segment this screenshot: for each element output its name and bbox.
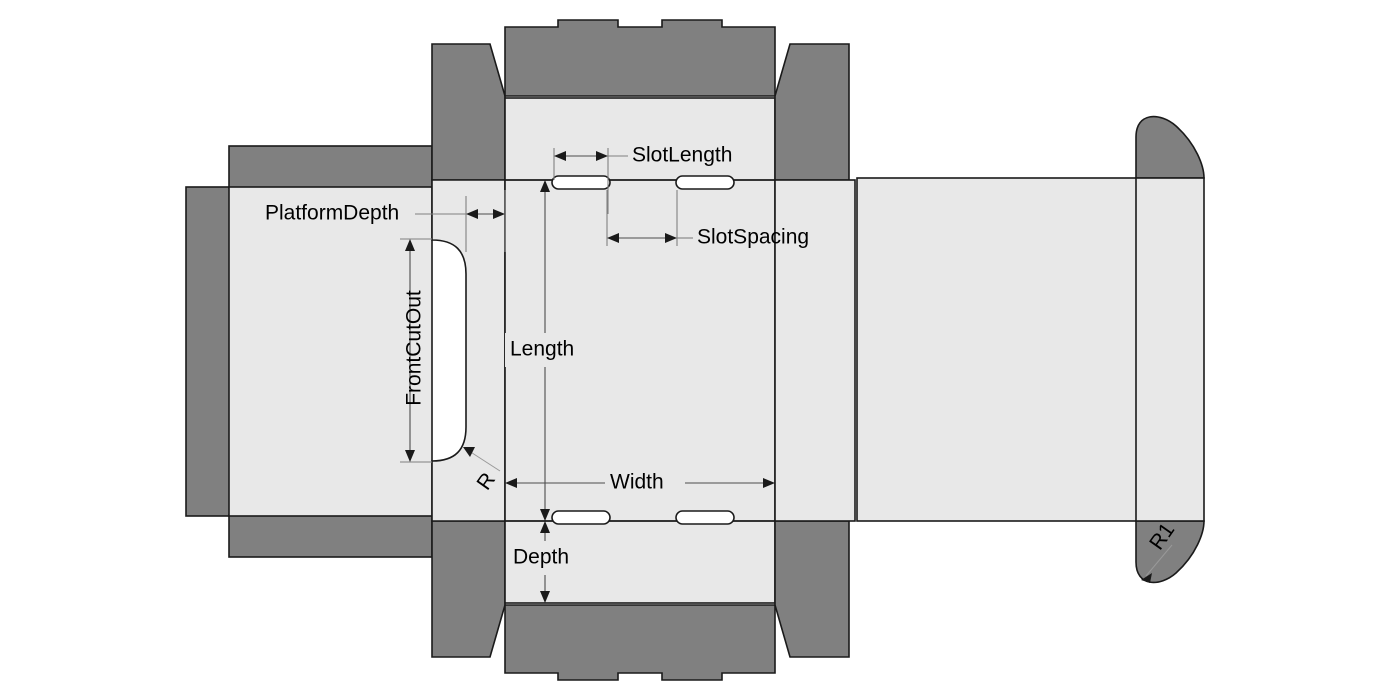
dimension-depth: Depth — [508, 521, 586, 603]
dimension-front-cutout: FrontCutOut — [400, 238, 432, 463]
dimension-slot-spacing: SlotSpacing — [606, 190, 809, 249]
panel-back-top-strip — [228, 145, 433, 189]
panel-glue-flap — [1135, 177, 1205, 522]
label-platform-depth: PlatformDepth — [265, 202, 399, 225]
label-front-cutout: FrontCutOut — [403, 290, 426, 406]
panel-left-side — [431, 179, 506, 522]
panel-back — [228, 186, 433, 517]
slot-bottom-right — [675, 510, 735, 525]
panel-bottom-flap — [504, 604, 776, 681]
panel-back-bottom-strip — [228, 514, 433, 558]
slot-top-left — [551, 175, 611, 190]
panel-top-flap — [504, 19, 776, 97]
panel-top-right-tab — [774, 43, 850, 181]
slot-bottom-left — [551, 510, 611, 525]
dimension-length: Length — [505, 180, 590, 521]
label-slot-length: SlotLength — [632, 144, 732, 167]
label-depth: Depth — [513, 546, 569, 569]
slot-top-right — [675, 175, 735, 190]
panel-bottom-right-tab — [774, 520, 850, 658]
label-length: Length — [510, 338, 574, 361]
panel-bottom-left-tab — [431, 520, 506, 658]
label-slot-spacing: SlotSpacing — [697, 226, 809, 249]
dimension-platform-depth: PlatformDepth — [265, 190, 506, 252]
label-width: Width — [610, 471, 664, 494]
panel-right-side — [774, 179, 856, 522]
panel-back-outer — [856, 177, 1163, 522]
panel-back-left-strip — [185, 186, 233, 517]
dimension-width: Width — [505, 467, 775, 499]
panel-top-left-tab — [431, 43, 506, 181]
panel-glue-top-round-tab — [1135, 115, 1205, 179]
dimension-slot-length: SlotLength — [553, 144, 732, 214]
